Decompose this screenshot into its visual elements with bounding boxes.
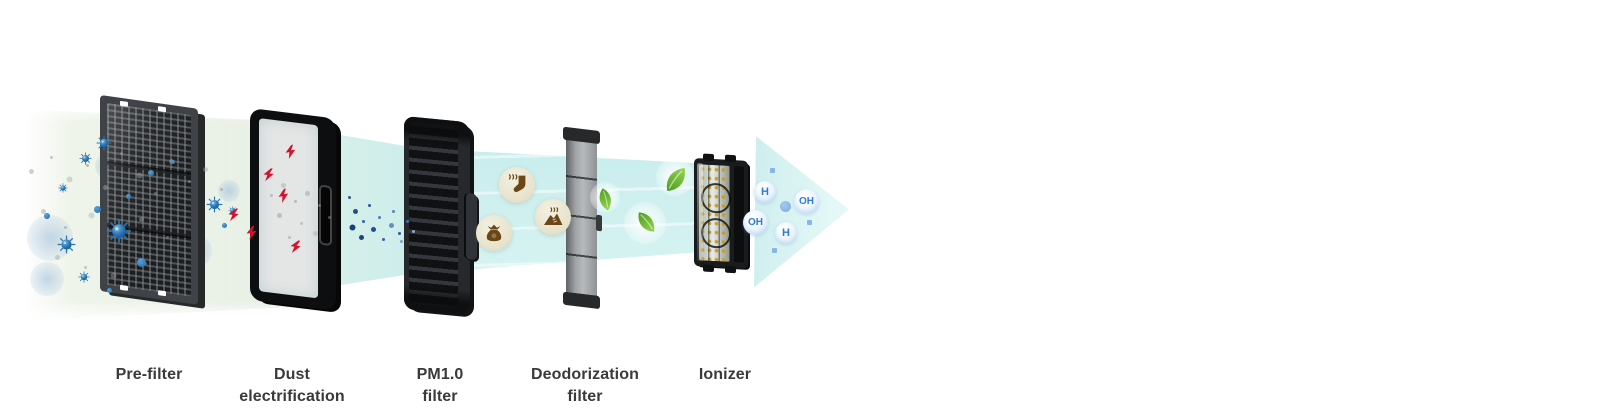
- stage-label-pre-filter: Pre-filter: [115, 366, 183, 383]
- ionizer-module: [694, 153, 748, 274]
- virus-icon: [106, 218, 132, 244]
- module-foot: [703, 264, 714, 273]
- panel-tab: [596, 214, 602, 232]
- particle-dot: [107, 288, 112, 293]
- module-glass-edge: [697, 163, 703, 262]
- lightning-bolt-icon: [262, 167, 275, 183]
- panel-handle: [464, 193, 477, 261]
- lightning-bolt-icon: [245, 225, 258, 241]
- virus-icon: [58, 183, 68, 193]
- sock-odor-icon: [508, 174, 527, 193]
- pm1-0-filter-panel: [404, 116, 477, 316]
- ion-particle: [807, 220, 812, 225]
- ion-bubble-icon: OH: [743, 210, 768, 235]
- module-foot: [703, 153, 714, 162]
- leaf-icon: [663, 167, 689, 192]
- particle-dot: [44, 213, 50, 219]
- ion-particle: [770, 168, 775, 173]
- dust-specks-cluster: [20, 170, 23, 173]
- mount-hole: [158, 106, 166, 113]
- particle-dot: [148, 170, 154, 176]
- sock-odor-badge: [499, 167, 535, 203]
- ion-particle: [772, 248, 777, 253]
- mount-hole: [120, 284, 128, 291]
- filter-slats: [409, 121, 458, 309]
- stage-label-deodorization-filter: Deodorization filter: [531, 366, 639, 405]
- ion-bubble-icon: H: [775, 222, 797, 244]
- particle-dot: [171, 160, 175, 164]
- garbage-bag-odor-icon: [486, 224, 502, 242]
- module-foot: [725, 265, 736, 274]
- stage-label-pm1-0-filter: PM1.0 filter: [416, 366, 464, 405]
- virus-icon: [78, 271, 90, 283]
- ion-brush-ring: [701, 182, 731, 214]
- virus-icon: [206, 196, 223, 213]
- virus-icon: [79, 152, 92, 165]
- ion-particle: [780, 201, 791, 212]
- haze-blob: [30, 262, 64, 296]
- dust-specks-cluster: [262, 190, 265, 193]
- haze-blob: [218, 180, 240, 202]
- charged-dust-specks-cluster: [348, 196, 351, 199]
- food-waste-odor-icon: [543, 207, 564, 226]
- module-side: [734, 166, 744, 263]
- lightning-bolt-icon: [277, 188, 290, 204]
- particle-dot: [126, 194, 131, 199]
- pre-filter-panel: [100, 95, 198, 305]
- particle-dot: [137, 258, 146, 267]
- mount-hole: [158, 290, 166, 297]
- mount-hole: [120, 100, 128, 107]
- stage-label-dust-electrification: Dust electrification: [239, 366, 345, 405]
- ion-bubble-icon: H: [754, 181, 776, 203]
- module-foot: [725, 154, 736, 163]
- lightning-bolt-icon: [284, 144, 297, 160]
- virus-icon: [57, 235, 76, 254]
- particle-dot: [222, 223, 227, 228]
- particle-dot: [94, 206, 101, 213]
- lightning-bolt-icon: [227, 207, 240, 223]
- garbage-bag-odor-badge: [476, 215, 512, 251]
- food-waste-odor-badge: [535, 199, 571, 235]
- pre-filter-mesh: [107, 102, 191, 297]
- ion-brush-ring: [701, 217, 731, 249]
- stage-label-ionizer: Ionizer: [698, 366, 752, 383]
- dust-electrification-panel: [250, 108, 336, 311]
- ion-bubble-icon: OH: [794, 189, 819, 214]
- panel-handle: [319, 184, 332, 247]
- haze-blob: [27, 215, 73, 261]
- leaf-icon: [636, 211, 657, 233]
- virus-icon: [96, 135, 112, 151]
